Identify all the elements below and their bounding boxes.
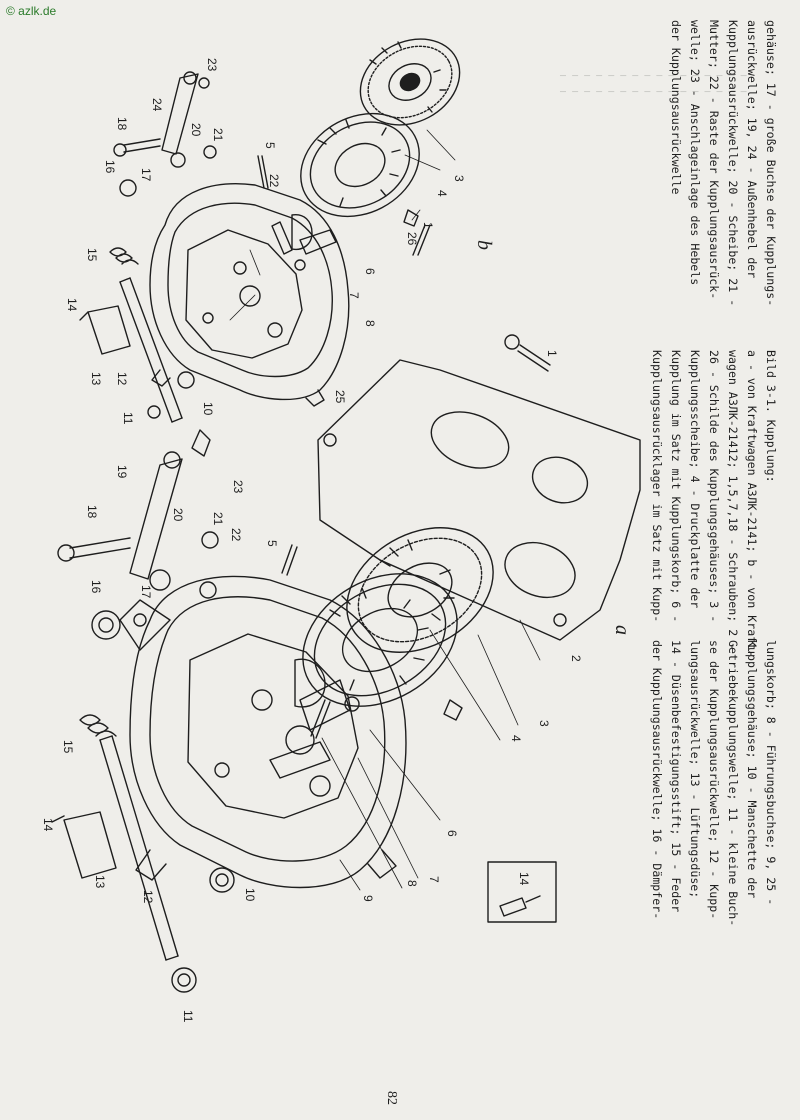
part-label: 25 [333,390,347,404]
view-a-drawing [51,334,641,993]
part-label: 14 [517,872,531,886]
caption-line: Bild 3-1. Kupplung: [764,350,778,483]
caption-line: der Kupplungsausrückwelle; 16 - Dämpfer- [650,640,664,920]
part-label: 20 [189,123,203,137]
release-shaft-b [79,247,183,423]
part-label: 2 [569,655,583,662]
clutch-housing-b [149,183,350,407]
caption-line: der Kupplungsausrückwelle [669,20,683,195]
part-label: 8 [363,320,377,327]
part-label: 1 [421,222,435,229]
part-label: 17 [139,585,153,599]
part-label: 7 [427,876,441,883]
view-b-drawing [79,38,461,423]
pressure-plate-b [300,112,420,227]
part-label: 19 [115,465,129,479]
part-label: 14 [65,298,79,312]
figure-caption-continued: lungskorb; 8 - Führungsbuchse; 9, 25 - K… [640,640,780,1120]
part-label: 11 [121,412,135,425]
caption-line: Mutter; 22 - Raste der Kupplungsausrück- [707,20,721,300]
part-label: 20 [171,508,185,522]
part-label: 11 [181,1010,195,1023]
part-label: 3 [537,720,551,727]
part-label: 26 [405,232,419,246]
pressure-plate-a [302,573,463,721]
caption-line: Kupplungsausrückwelle; 20 - Scheibe; 21 … [726,20,740,307]
part-label: 3 [452,175,466,182]
part-label: 23 [205,58,219,72]
caption-line: Kupplungsausrücklager im Satz mit Kupp- [650,350,664,623]
caption-line: gehäuse; 17 - große Buchse der Kupplungs… [764,20,778,307]
caption-line: Kupplung im Satz mit Kupplungskorb; 6 - [669,350,683,623]
part-label: 17 [139,168,153,182]
clutch-disc-a [346,527,494,653]
lever-b [113,71,217,197]
caption-line: Getriebekupplungswelle; 11 - kleine Buch… [726,640,740,927]
part-label: 18 [115,117,129,131]
page-number: 82 [384,1091,399,1105]
part-label: 9 [361,895,375,902]
leader-lines [229,129,541,891]
part-label: 13 [89,372,103,386]
part-label: 22 [229,528,243,542]
release-shaft-a [51,714,235,993]
part-label: 12 [115,372,129,386]
figure-label-a: a [611,625,633,635]
part-label: 8 [405,880,419,887]
lever-a [57,429,219,640]
part-label: 4 [435,190,449,197]
caption-line: a - von Kraftwagen АЗЛК-2141; b - von Kr… [745,350,759,658]
caption-column-2: gehäuse; 17 - große Buchse der Kupplungs… [666,20,780,306]
part-label: 10 [243,888,257,902]
caption-line: 26 - Schilde des Kupplungsgehäuses; 3 - [707,350,721,623]
caption-line: lungskorb; 8 - Führungsbuchse; 9, 25 - [764,640,778,906]
caption-line: se der Kupplungsausrückwelle; 12 - Kupp- [707,640,721,920]
part-labels-b: 23 24 18 20 21 5 16 17 22 3 4 1 26 15 6 … [65,58,495,425]
part-labels-a: 1 19 23 18 20 21 22 5 16 17 2 a 3 15 4 1… [41,350,633,1023]
figure-label-b: b [473,240,495,250]
part-label: 15 [61,740,75,754]
part-label: 6 [363,268,377,275]
caption-line: lungsausrückwelle; 13 - Lüftungsdüse; [688,640,702,899]
part-label: 12 [141,890,155,904]
part-label: 23 [231,480,245,494]
part-label: 24 [150,98,164,112]
part-label: 21 [211,128,225,142]
caption-line: Kupplungsgehäuse; 10 - Manschette der [745,640,759,899]
part-label: 16 [89,580,103,594]
part-label: 5 [265,540,279,547]
part-label: 18 [85,505,99,519]
caption-line: ausrückwelle; 19, 24 - Außenhebel der [745,20,759,279]
caption-line: 14 - Düsenbefestigungsstift; 15 - Feder [669,640,683,913]
part-label: 21 [211,512,225,526]
part-label: 16 [103,160,117,174]
part-label: 22 [267,174,281,188]
caption-line: Kupplungsscheibe; 4 - Druckplatte der [688,350,702,609]
part-label: 4 [509,735,523,742]
clutch-disc-b [359,38,461,126]
part-label: 1 [545,350,559,357]
part-label: 14 [41,818,55,832]
clutch-housing-a [119,575,407,889]
part-label: 10 [201,402,215,416]
shield-plate-a [317,359,641,641]
part-label: 7 [347,292,361,299]
caption-line: wagen АЗЛК-21412; 1,5,7,18 - Schrauben; … [726,350,740,651]
caption-column-3: lungskorb; 8 - Führungsbuchse; 9, 25 - K… [647,640,780,926]
watermark: © azlk.de [6,4,57,18]
part-label: 15 [85,248,99,262]
part-label: 13 [93,875,107,889]
part-label: 5 [263,142,277,149]
part-label: 6 [445,830,459,837]
caption-column-1: Bild 3-1. Kupplung: a - von Kraftwagen А… [647,350,780,657]
caption-line: welle; 23 - Anschlageinlage des Hebels [688,20,702,286]
